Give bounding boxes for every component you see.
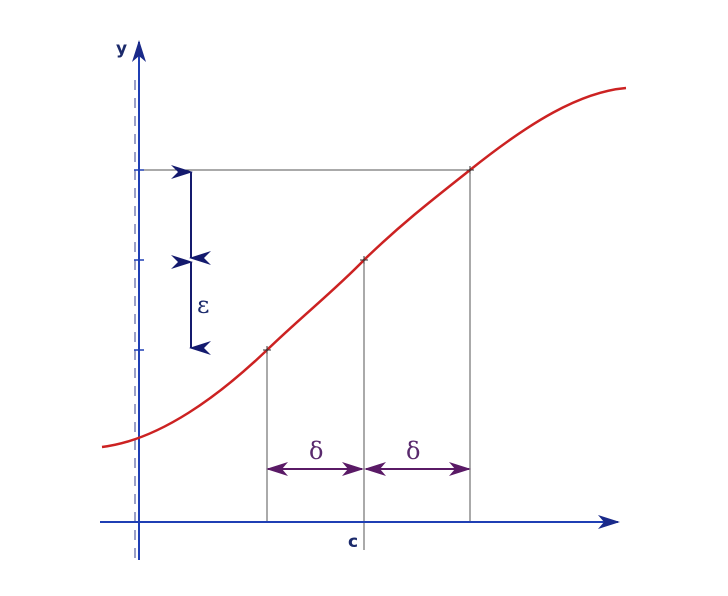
point-center [360, 256, 368, 264]
epsilon-label: ε [197, 291, 209, 319]
curve-points [263, 166, 474, 354]
y-axis-label: y [116, 39, 127, 59]
c-label: c [348, 532, 358, 552]
delta-label-right: δ [406, 437, 420, 465]
delta-label-left: δ [309, 437, 323, 465]
point-lower [263, 346, 271, 354]
guide-lines [136, 169, 471, 550]
point-upper [466, 166, 474, 174]
axes [100, 40, 620, 560]
